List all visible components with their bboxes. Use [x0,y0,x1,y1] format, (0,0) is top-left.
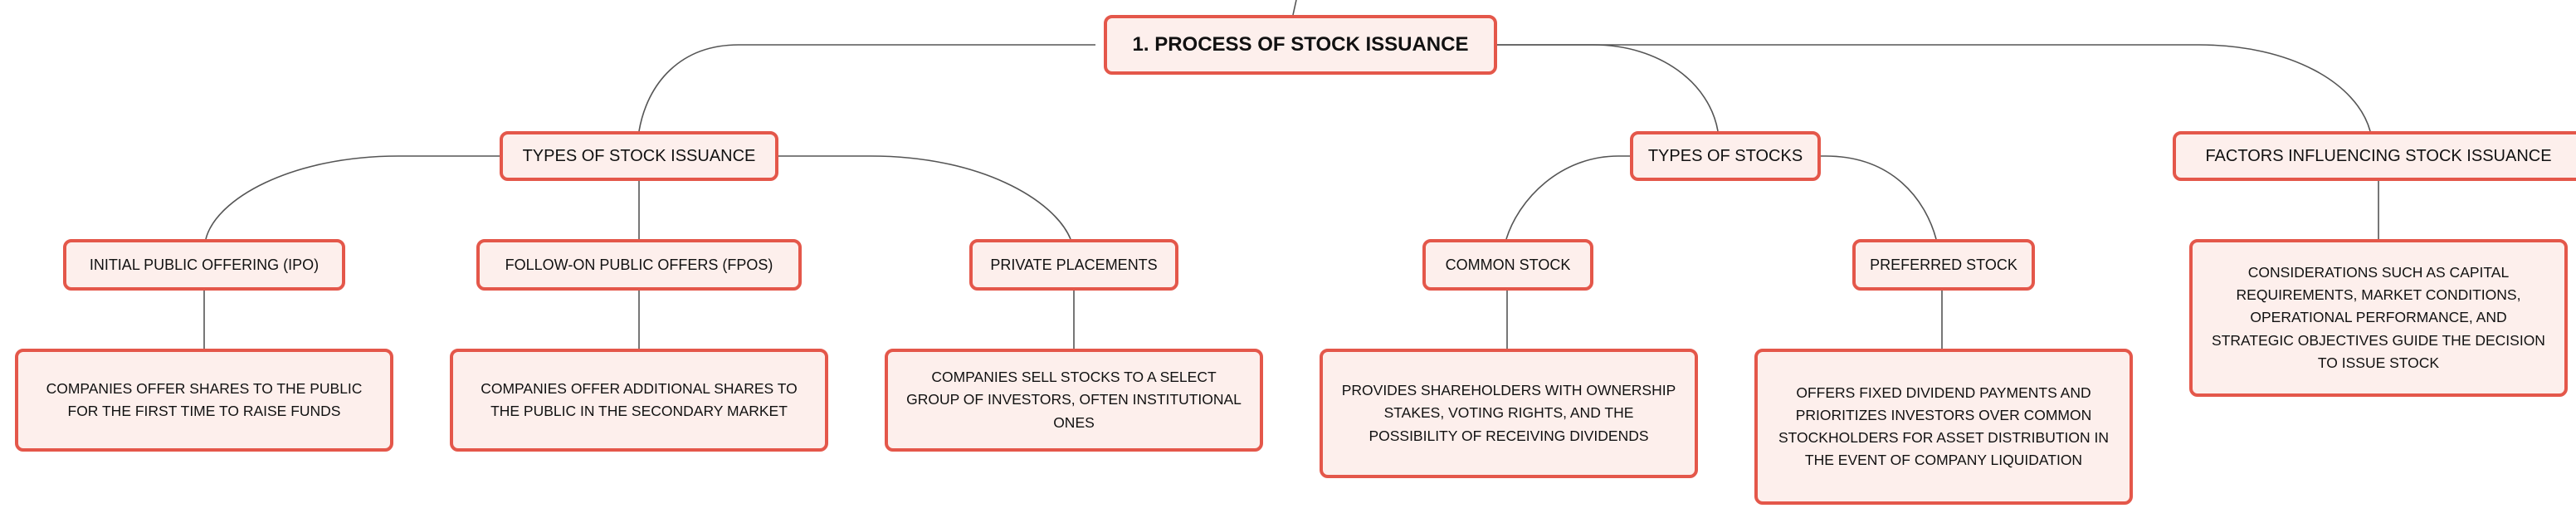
root-node-label: 1. PROCESS OF STOCK ISSUANCE [1132,33,1469,56]
node-initial-public-offering[interactable]: INITIAL PUBLIC OFFERING (IPO) [63,239,345,291]
node-preferred-stock[interactable]: PREFERRED STOCK [1852,239,2035,291]
root-node[interactable]: 1. PROCESS OF STOCK ISSUANCE [1104,15,1497,75]
detail-fpo[interactable]: COMPANIES OFFER ADDITIONAL SHARES TO THE… [450,349,828,452]
detail-text: PROVIDES SHAREHOLDERS WITH OWNERSHIP STA… [1341,382,1676,444]
connector-stocks-preferred [1817,155,1937,240]
detail-text: COMPANIES OFFER SHARES TO THE PUBLIC FOR… [46,379,363,419]
connector-root-types-issuance [638,44,1095,132]
connector-issuance-private [775,155,1071,240]
node-label: INITIAL PUBLIC OFFERING (IPO) [89,256,320,273]
node-label: FACTORS INFLUENCING STOCK ISSUANCE [2205,146,2552,165]
node-factors-influencing-stock-issuance[interactable]: FACTORS INFLUENCING STOCK ISSUANCE [2173,131,2576,181]
connector-root-types-stocks [1490,44,1719,132]
detail-ipo[interactable]: COMPANIES OFFER SHARES TO THE PUBLIC FOR… [15,349,393,452]
detail-common-stock[interactable]: PROVIDES SHAREHOLDERS WITH OWNERSHIP STA… [1320,349,1698,478]
node-types-of-stock-issuance[interactable]: TYPES OF STOCK ISSUANCE [500,131,778,181]
detail-private-placements[interactable]: COMPANIES SELL STOCKS TO A SELECT GROUP … [885,349,1263,452]
node-types-of-stocks[interactable]: TYPES OF STOCKS [1630,131,1821,181]
node-private-placements[interactable]: PRIVATE PLACEMENTS [969,239,1178,291]
node-label: FOLLOW-ON PUBLIC OFFERS (FPOS) [505,256,773,273]
node-label: COMMON STOCK [1445,256,1571,273]
connector-root-factors [1490,44,2371,132]
node-label: PRIVATE PLACEMENTS [990,256,1158,273]
connector-incoming [1292,0,1297,16]
connector-issuance-ipo [205,155,501,240]
detail-factors[interactable]: CONSIDERATIONS SUCH AS CAPITAL REQUIREME… [2189,239,2568,397]
node-label: TYPES OF STOCKS [1647,146,1803,165]
detail-preferred-stock[interactable]: OFFERS FIXED DIVIDEND PAYMENTS AND PRIOR… [1754,349,2133,505]
node-common-stock[interactable]: COMMON STOCK [1422,239,1593,291]
detail-text: COMPANIES OFFER ADDITIONAL SHARES TO THE… [481,379,798,419]
node-follow-on-public-offers[interactable]: FOLLOW-ON PUBLIC OFFERS (FPOS) [476,239,802,291]
node-label: PREFERRED STOCK [1870,256,2017,273]
detail-text: CONSIDERATIONS SUCH AS CAPITAL REQUIREME… [2212,264,2545,371]
detail-text: COMPANIES SELL STOCKS TO A SELECT GROUP … [906,369,1242,431]
detail-text: OFFERS FIXED DIVIDEND PAYMENTS AND PRIOR… [1778,384,2110,469]
node-label: TYPES OF STOCK ISSUANCE [522,146,756,165]
connector-stocks-common [1505,155,1630,240]
